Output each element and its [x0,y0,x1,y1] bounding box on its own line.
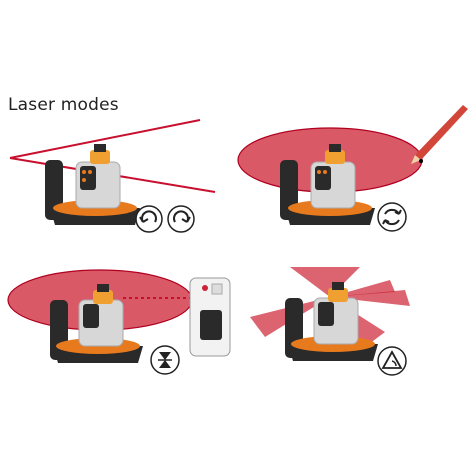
triangle-rotate-icon [377,346,407,376]
receiver-mode-graphic [7,269,231,363]
laser-device [285,282,378,361]
rotation-mode-graphic [237,105,468,225]
mode-panel-scan [0,100,235,285]
multi-sector-mode-graphic [250,267,410,361]
scan-left-right-icon [135,205,195,233]
page-title: Laser modes [8,95,119,115]
laser-beam-line [9,119,201,159]
detector-device [189,277,231,357]
laser-device [280,144,375,225]
pencil-icon [411,105,468,164]
mode-panel-multi-sector [235,262,470,447]
laser-device [50,284,143,363]
hourglass-receiver-icon [150,345,180,375]
rotation-circle-icon [377,202,407,232]
laser-sector [330,290,410,306]
mode-panel-rotation [235,100,470,285]
mode-panel-receiver [0,268,235,453]
laser-device [45,144,140,225]
laser-sector [290,267,360,297]
scan-mode-graphic [9,119,216,225]
